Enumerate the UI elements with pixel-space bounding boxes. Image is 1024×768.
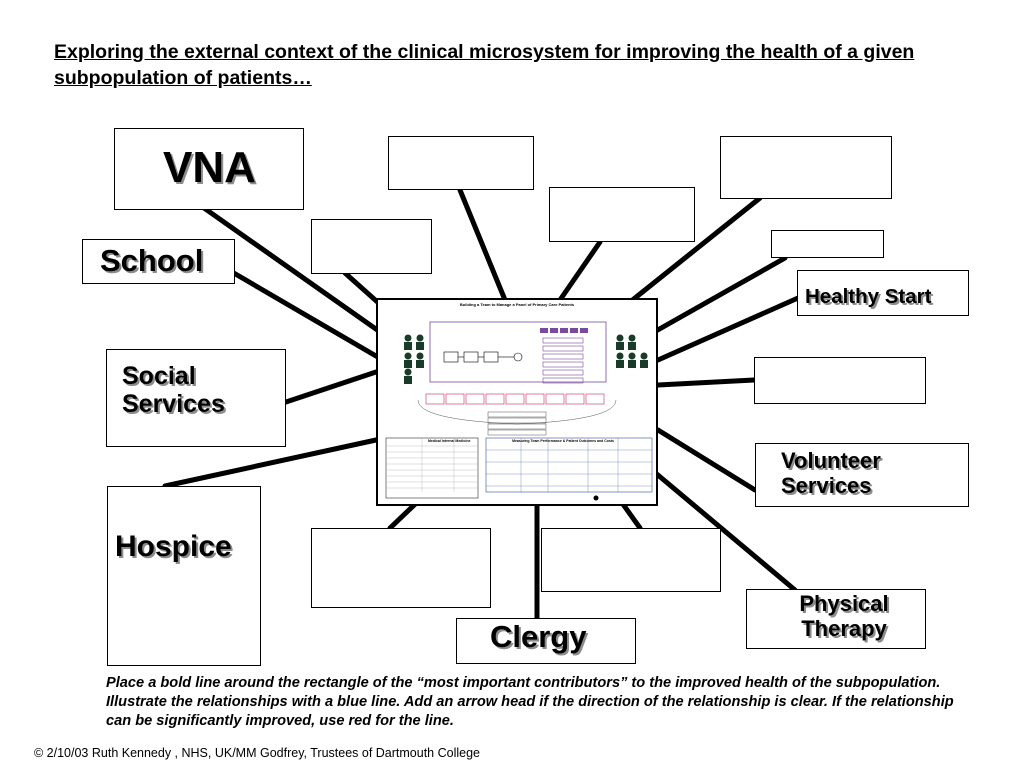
hospice-box [107, 486, 261, 666]
line-hospice [162, 437, 379, 489]
clergy-label: Clergy [490, 619, 587, 654]
line-box-top-center [457, 187, 508, 303]
line-box-right-mid [655, 377, 757, 388]
volunteer-services-box [755, 443, 969, 507]
empty-box-mid-top [549, 187, 695, 242]
thumbnail-heading: Building a Team to Manage a Panel of Pri… [460, 302, 575, 307]
patient-figures-left [404, 334, 424, 384]
healthy-start-label: Healthy Start [805, 285, 932, 308]
line-school [229, 269, 403, 373]
empty-box-bottom-left [311, 528, 491, 608]
clergy-box [456, 618, 636, 664]
social-services-label: Social Services [122, 362, 225, 418]
empty-box-top-right [720, 136, 892, 199]
thumbnail-table-heading: Measuring Team Performance & Patient Out… [512, 439, 614, 443]
line-healthy-start [655, 295, 801, 363]
empty-box-top-left [311, 219, 432, 274]
line-box-mid-top [557, 239, 603, 303]
physical-therapy-box [746, 589, 926, 649]
microsystem-diagram-image: Building a Team to Manage a Panel of Pri… [376, 298, 658, 506]
physical-therapy-label: Physical Therapy [799, 591, 889, 641]
thumbnail-left-heading: Medical Internal Medicine [428, 439, 470, 443]
school-label: School [100, 243, 204, 278]
line-box-top-right [617, 195, 763, 313]
empty-box-small-right [771, 230, 884, 258]
line-volunteer [655, 427, 758, 493]
volunteer-services-label: Volunteer Services [781, 448, 881, 498]
healthy-start-box [797, 270, 969, 316]
instructions-text: Place a bold line around the rectangle o… [106, 675, 954, 729]
line-box-small-right [637, 255, 788, 343]
microsystem-diagram-thumbnail: Building a Team to Manage a Panel of Pri… [385, 302, 653, 501]
line-physical-therapy [637, 457, 798, 593]
patient-figures-right [616, 334, 648, 368]
vna-label: VNA [163, 143, 256, 192]
footer-copyright: © 2/10/03 Ruth Kennedy , NHS, UK/MM Godf… [34, 746, 480, 760]
empty-box-bottom-right [541, 528, 721, 592]
social-services-box [106, 349, 286, 447]
line-social-services [283, 369, 379, 405]
empty-box-right-mid [754, 357, 926, 404]
empty-box-top-center [388, 136, 534, 190]
school-box [82, 239, 235, 284]
vna-box [114, 128, 304, 210]
hospice-label: Hospice [115, 530, 232, 563]
page-title: Exploring the external context of the cl… [54, 41, 915, 89]
